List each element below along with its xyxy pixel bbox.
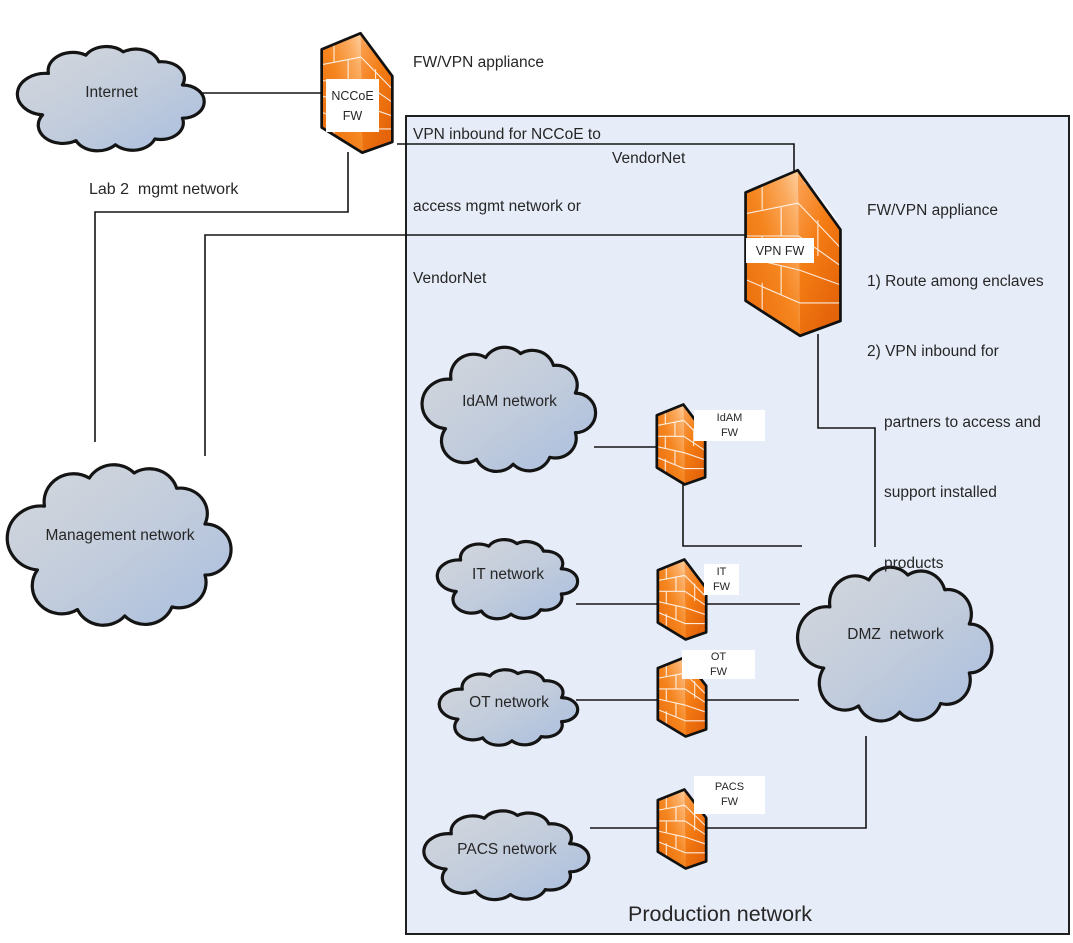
it-network-cloud-label: IT network bbox=[471, 565, 545, 583]
dmz-network-cloud-label: DMZ network bbox=[847, 626, 944, 643]
firewall-brick-icon bbox=[656, 558, 708, 641]
it-firewall-label: IT FW bbox=[704, 564, 739, 595]
vpn-fw-note: FW/VPN appliance 1) Route among enclaves… bbox=[867, 202, 1044, 572]
idam-firewall-label: IdAM FW bbox=[694, 410, 765, 441]
internet-cloud-label: Internet bbox=[85, 83, 138, 101]
management-network-cloud-label: Management network bbox=[45, 526, 195, 544]
link-pacs-fw-dmz bbox=[699, 736, 867, 829]
internet-cloud: Internet bbox=[13, 22, 210, 163]
idam-network-cloud: IdAM network bbox=[418, 318, 601, 486]
ot-firewall-label: OT FW bbox=[682, 650, 755, 679]
nccoe-firewall-label: NCCoE FW bbox=[326, 79, 379, 132]
nccoe-fw-note: FW/VPN appliance VPN inbound for NCCoE t… bbox=[413, 54, 601, 287]
pacs-firewall-label: PACS FW bbox=[694, 776, 765, 814]
management-network-cloud: Management network bbox=[2, 427, 238, 644]
link-management-vpn-fw bbox=[204, 234, 746, 456]
link-idam-fw-dmz bbox=[682, 482, 802, 547]
it-firewall bbox=[656, 558, 708, 641]
lab2-mgmt-network-label: Lab 2 mgmt network bbox=[89, 181, 239, 198]
pacs-network-cloud: PACS network bbox=[420, 790, 594, 910]
link-vpn-fw-dmz bbox=[817, 334, 876, 547]
ot-network-cloud-label: OT network bbox=[469, 694, 549, 711]
pacs-network-cloud-label: PACS network bbox=[457, 841, 557, 858]
idam-network-cloud-label: IdAM network bbox=[462, 393, 557, 410]
vendornet-label: VendorNet bbox=[612, 150, 686, 167]
ot-network-cloud: OT network bbox=[436, 652, 582, 754]
it-network-cloud: IT network bbox=[434, 521, 582, 628]
vpn-firewall-label: VPN FW bbox=[746, 238, 814, 263]
production-network-label: Production network bbox=[628, 902, 813, 926]
link-nccoe-fw-management bbox=[94, 152, 349, 442]
dmz-network-cloud: DMZ network bbox=[793, 531, 998, 739]
